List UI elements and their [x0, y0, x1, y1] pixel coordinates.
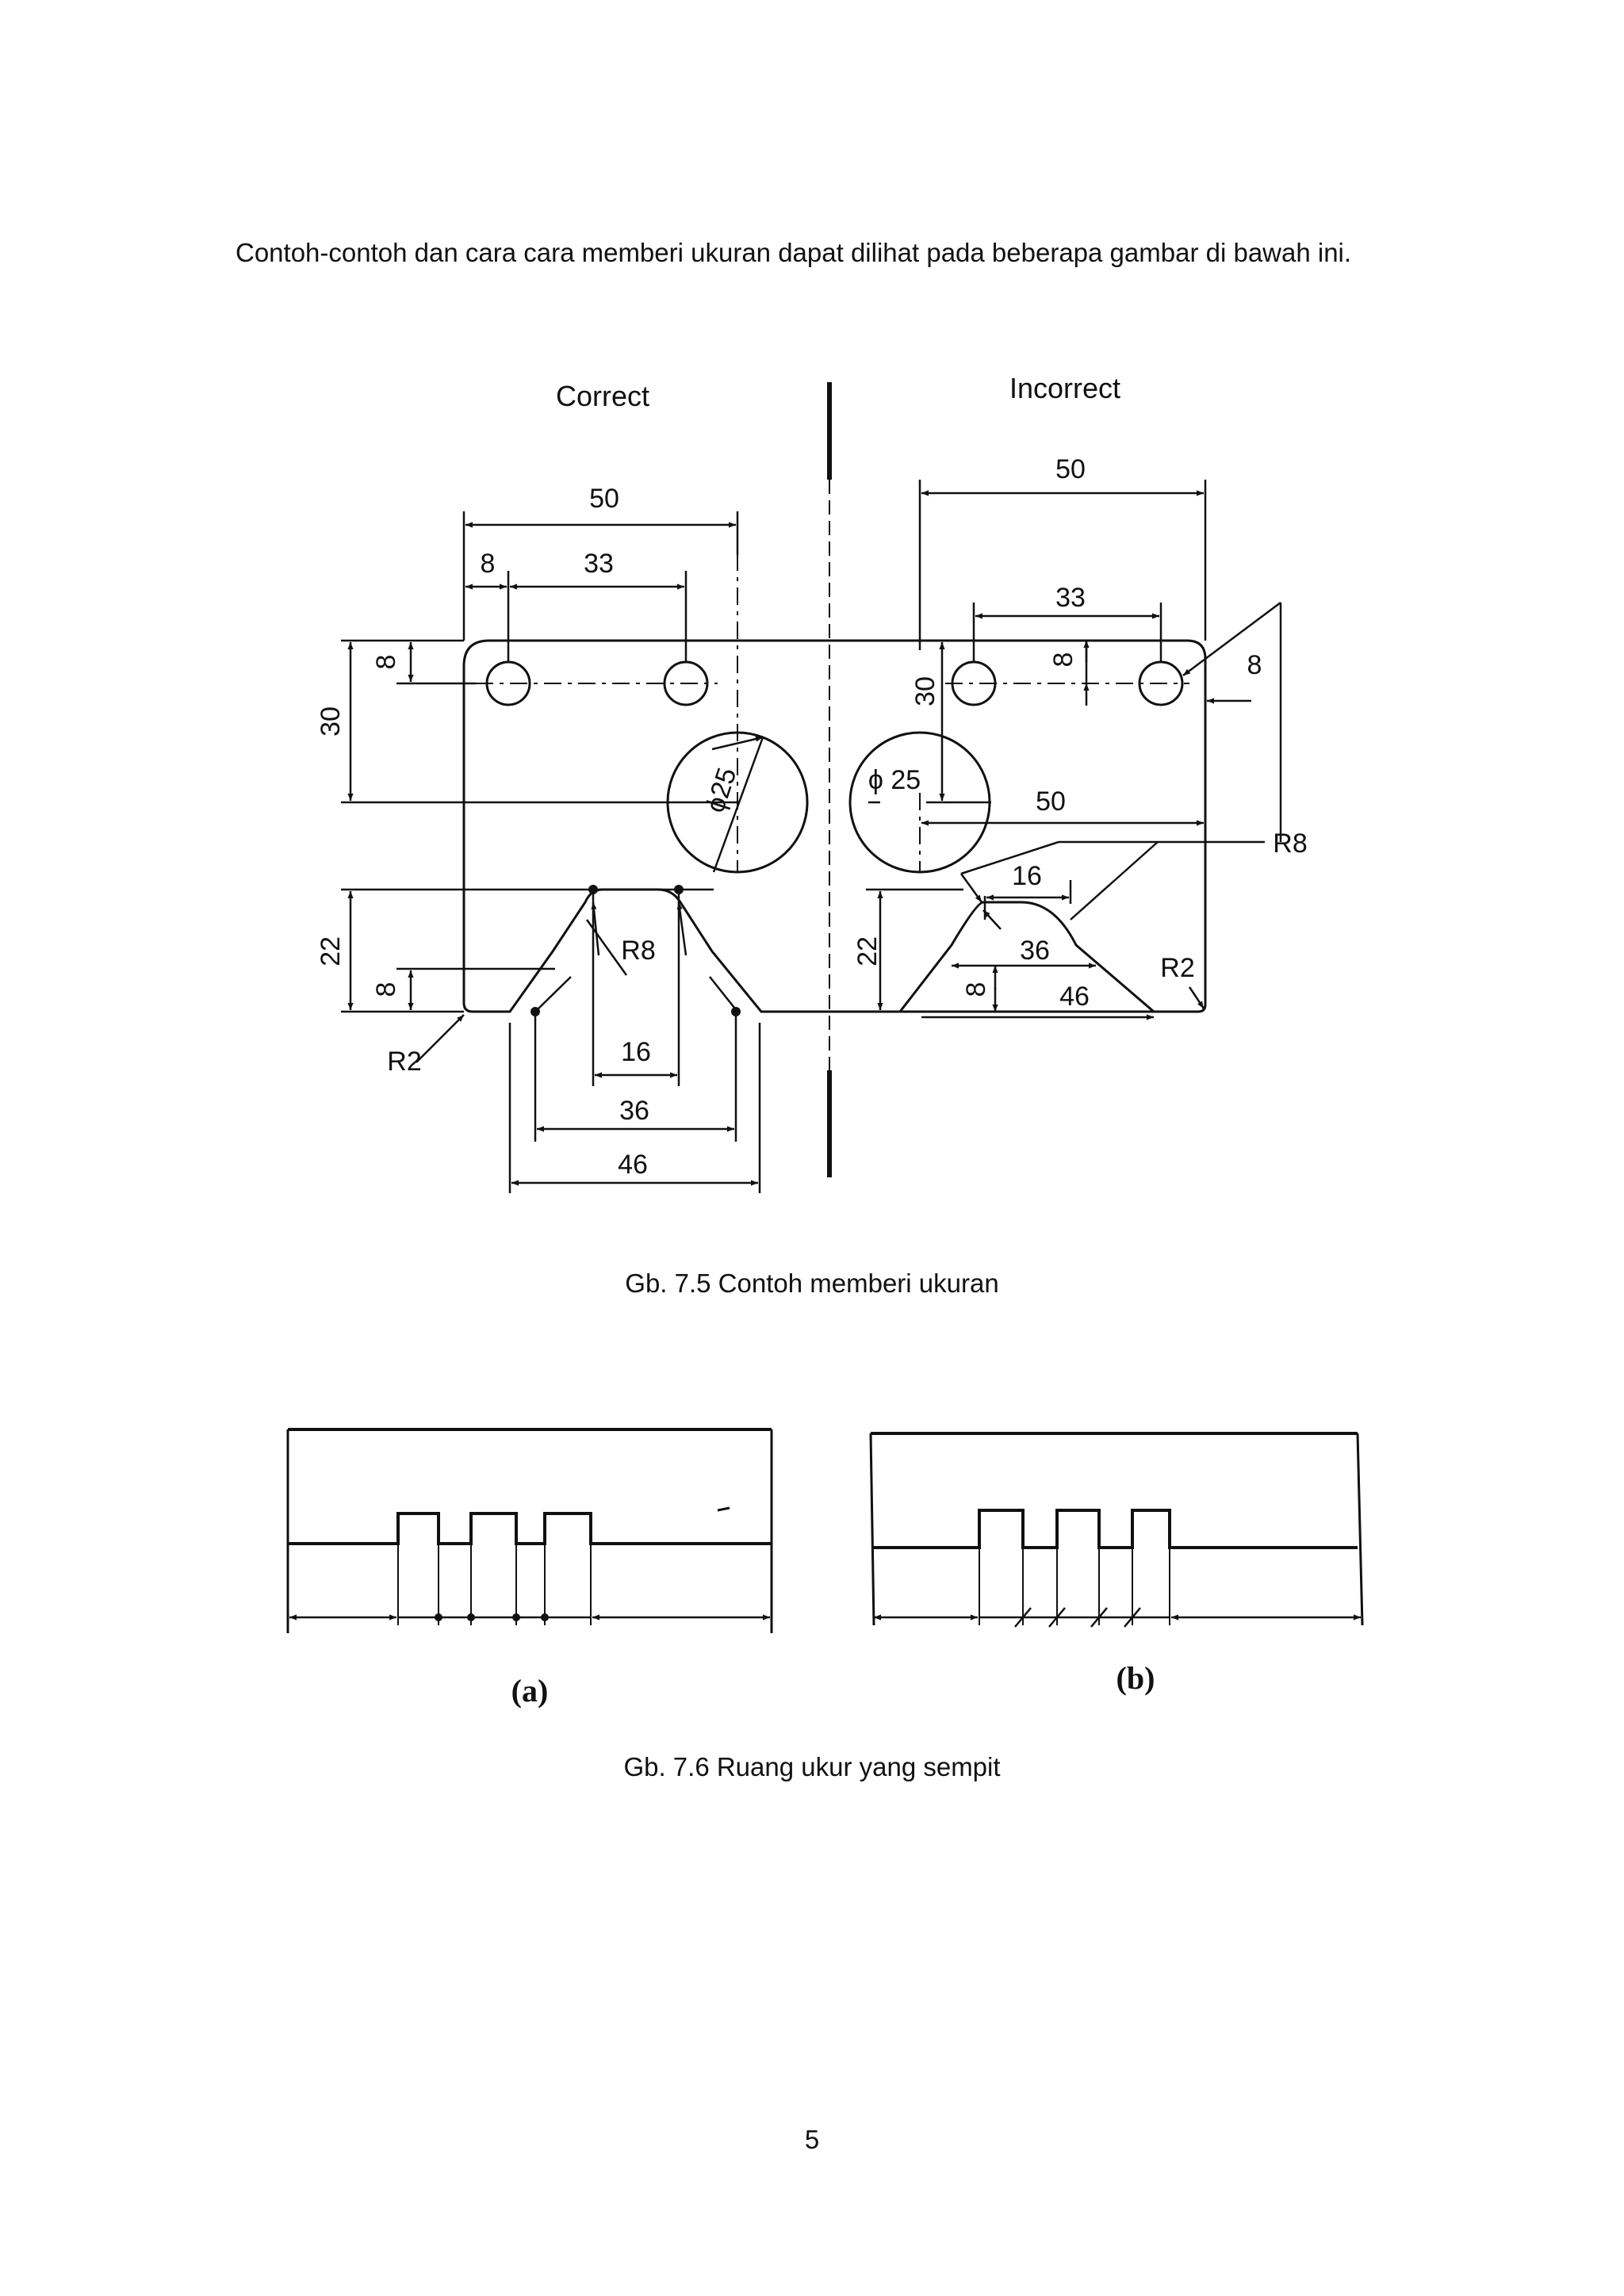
dim-36-left: 36 — [619, 1096, 649, 1126]
dim-r2-right: R2 — [1160, 953, 1194, 983]
left-dimensions — [341, 511, 764, 1193]
correct-label: Correct — [556, 380, 649, 412]
dim-22-left: 22 — [316, 936, 346, 966]
part-outline — [462, 639, 1207, 1013]
figure-7-6-a — [286, 1428, 773, 1633]
dim-8-top-left: 8 — [481, 549, 496, 579]
dim-8-right-outside: 8 — [1247, 650, 1262, 680]
dim-8-lower-right: 8 — [961, 982, 991, 997]
dim-36-right: 36 — [1020, 936, 1050, 966]
dim-8-side-left: 8 — [371, 655, 401, 670]
dim-r2-left: R2 — [387, 1047, 421, 1077]
center-lines — [476, 519, 1189, 872]
dim-16-left: 16 — [621, 1037, 651, 1067]
dim-30-right: 30 — [910, 676, 940, 706]
figure-7-5-caption: Gb. 7.5 Contoh memberi ukuran — [625, 1269, 999, 1298]
dim-30-left: 30 — [316, 706, 346, 737]
dim-50-right-top: 50 — [1055, 454, 1086, 484]
dim-r8-right: R8 — [1273, 828, 1307, 859]
holes — [485, 660, 1184, 874]
dim-phi25-right: ϕ 25 — [868, 765, 921, 795]
dim-33-left: 33 — [584, 549, 614, 579]
dim-50-left: 50 — [589, 484, 619, 514]
intro-paragraph: Contoh-contoh dan cara cara memberi ukur… — [236, 238, 1352, 267]
right-dimensions — [866, 480, 1282, 1020]
dim-22-right: 22 — [852, 936, 883, 966]
dim-8-lower-left: 8 — [371, 982, 401, 997]
dim-8-side-right: 8 — [1048, 652, 1078, 668]
dim-33-right: 33 — [1055, 583, 1086, 613]
incorrect-label: Incorrect — [1009, 372, 1120, 404]
figure-7-6-caption: Gb. 7.6 Ruang ukur yang sempit — [623, 1752, 1001, 1781]
dim-16-right: 16 — [1012, 861, 1042, 891]
figure-7-6-b-label: (b) — [1116, 1660, 1155, 1696]
dim-50-right-mid: 50 — [1036, 786, 1066, 817]
page-number: 5 — [804, 2125, 820, 2154]
figure-7-6-a-dots — [435, 1613, 549, 1621]
figure-7-6-a-label: (a) — [511, 1673, 549, 1709]
dim-46-left: 46 — [618, 1150, 648, 1180]
dim-r8-left: R8 — [621, 936, 655, 966]
left-dots — [530, 885, 741, 1016]
figure-7-6-b — [869, 1432, 1364, 1628]
dim-46-right: 46 — [1059, 982, 1090, 1012]
